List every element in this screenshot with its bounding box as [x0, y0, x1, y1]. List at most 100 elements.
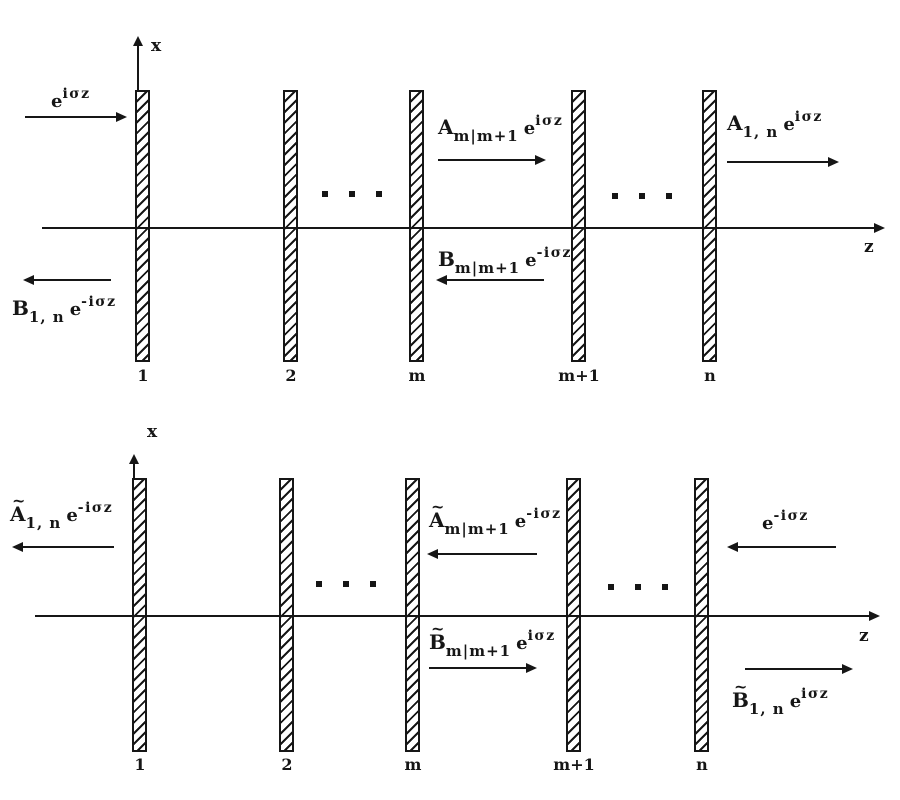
x-axis-label: x — [151, 36, 162, 56]
wave-b-tilde-out-arrow — [745, 664, 853, 674]
wave-incident-right-arrow — [727, 542, 836, 552]
dot-icon — [343, 581, 349, 587]
barrier-label-m-plus-1: m+1 — [558, 366, 600, 385]
ellipsis-dots-left — [316, 581, 376, 587]
dot-icon — [662, 584, 668, 590]
wave-b-out-arrow — [23, 275, 111, 285]
wave-a-out-arrow — [727, 157, 839, 167]
exponential-exponent: iσz — [62, 86, 91, 102]
z-axis-line — [35, 615, 871, 617]
barrier-label-n: n — [704, 366, 716, 385]
dot-icon — [349, 191, 355, 197]
amplitude-symbol: A — [438, 116, 454, 139]
exponential-base: e — [789, 691, 802, 712]
z-axis-label: z — [864, 237, 874, 257]
x-axis-arrowhead-icon — [129, 454, 139, 464]
barrier-1 — [135, 90, 150, 362]
exponential-base: e — [525, 250, 537, 271]
amplitude-subscript: 1, n — [28, 308, 65, 326]
x-axis-arrowhead-icon — [133, 36, 143, 46]
amplitude-symbol: A — [727, 112, 743, 135]
amplitude-symbol: ~B — [732, 679, 749, 712]
amplitude-subscript: m|m+1 — [444, 520, 510, 538]
dot-icon — [316, 581, 322, 587]
dot-icon — [376, 191, 382, 197]
dot-icon — [612, 193, 618, 199]
exponential-exponent: iσz — [794, 109, 823, 125]
amplitude-symbol: ~A — [429, 499, 445, 532]
amplitude-letter: A — [727, 111, 743, 135]
exponential-base: e — [51, 91, 63, 112]
barrier-2 — [283, 90, 298, 362]
barrier-n — [702, 90, 717, 362]
z-axis-arrowhead-icon — [874, 223, 885, 233]
barrier-label-2: 2 — [281, 755, 293, 774]
exponential-exponent: -iσz — [77, 500, 114, 516]
exponential-base: e — [523, 118, 536, 139]
exponential-exponent: -iσz — [81, 294, 117, 310]
z-axis-label: z — [859, 626, 869, 646]
tilde-mark: ~ — [431, 497, 445, 516]
dot-icon — [666, 193, 672, 199]
dot-icon — [635, 584, 641, 590]
exponential-exponent: -iσz — [536, 245, 572, 261]
exponential-base: e — [762, 513, 774, 534]
exponential-base: e — [514, 511, 527, 532]
wave-incident-label: eiσz — [46, 86, 91, 118]
ellipsis-dots-right — [612, 193, 672, 199]
amplitude-letter: A — [429, 508, 445, 532]
exponential-base: e — [66, 505, 78, 526]
exponential-exponent: -iσz — [773, 508, 809, 524]
barrier-label-n: n — [696, 755, 708, 774]
amplitude-letter: B — [438, 247, 455, 271]
amplitude-symbol: B — [12, 297, 29, 320]
wave-b-tilde-mid-arrow — [429, 663, 537, 673]
wave-b-mid-arrow — [436, 275, 544, 285]
ellipsis-dots-left — [322, 191, 382, 197]
barrier-label-m: m — [408, 366, 426, 385]
wave-incident-arrow — [25, 112, 127, 122]
amplitude-subscript: m|m+1 — [453, 127, 519, 145]
exponential-exponent: iσz — [527, 628, 556, 644]
barrier-label-1: 1 — [137, 366, 149, 385]
amplitude-letter: B — [429, 630, 446, 654]
amplitude-subscript: m|m+1 — [445, 642, 512, 660]
wave-incident-right-label: e-iσz — [757, 508, 809, 540]
x-axis-label: x — [147, 422, 158, 442]
amplitude-letter: A — [438, 115, 454, 139]
amplitude-subscript: 1, n — [742, 123, 779, 141]
amplitude-subscript: m|m+1 — [454, 259, 521, 277]
barrier-label-m: m — [404, 755, 422, 774]
barrier-label-2: 2 — [285, 366, 297, 385]
amplitude-subscript: 1, n — [748, 700, 785, 718]
exponential-exponent: iσz — [535, 113, 564, 129]
amplitude-symbol: ~B — [429, 621, 446, 654]
amplitude-letter: A — [10, 502, 26, 526]
amplitude-symbol: B — [438, 248, 455, 271]
wave-a-tilde-out-arrow — [12, 542, 114, 552]
dot-icon — [322, 191, 328, 197]
exponential-base: e — [516, 633, 528, 654]
ellipsis-dots-right — [608, 584, 668, 590]
tilde-mark: ~ — [431, 619, 445, 638]
dot-icon — [370, 581, 376, 587]
z-axis-line — [42, 227, 876, 229]
z-axis-arrowhead-icon — [869, 611, 880, 621]
barrier-label-m-plus-1: m+1 — [553, 755, 595, 774]
dot-icon — [608, 584, 614, 590]
barrier-m — [409, 90, 424, 362]
tilde-mark: ~ — [12, 491, 26, 510]
amplitude-subscript: 1, n — [25, 514, 62, 532]
exponential-exponent: -iσz — [526, 506, 562, 522]
exponential-base: e — [783, 114, 795, 135]
barrier-m-plus-1 — [571, 90, 586, 362]
